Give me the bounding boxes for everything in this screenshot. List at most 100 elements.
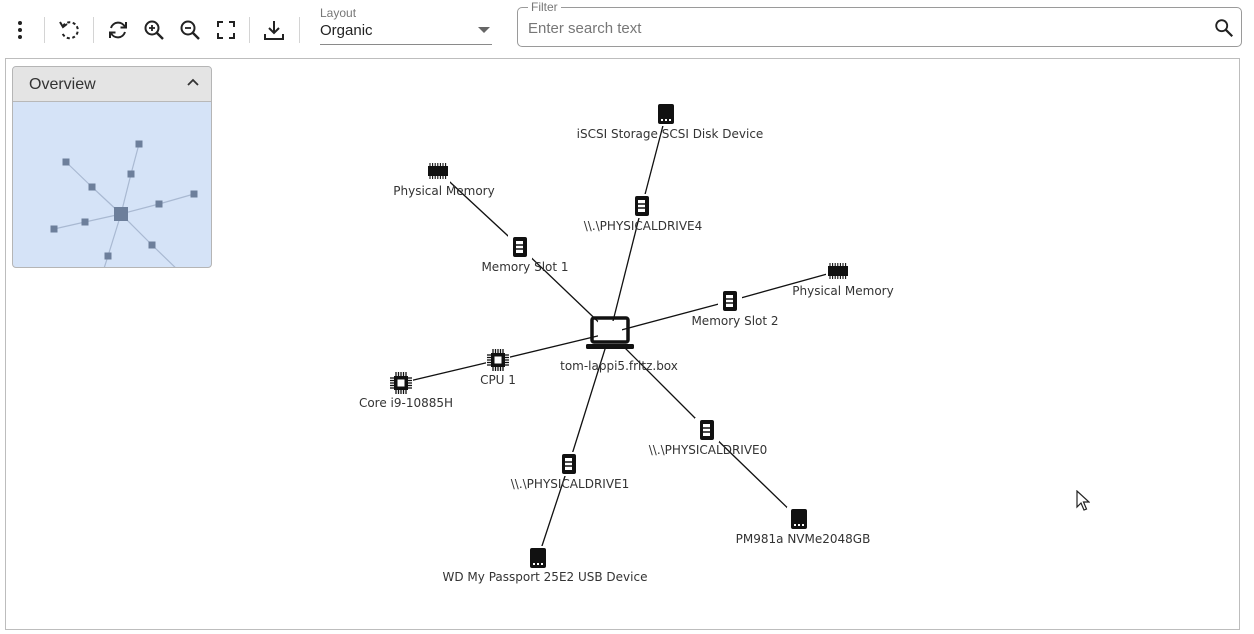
fit-to-screen-button[interactable] [211, 14, 241, 46]
graph-edge [609, 332, 708, 431]
filter-label: Filter [528, 0, 561, 14]
node-label: \\.\PHYSICALDRIVE1 [511, 477, 630, 491]
slot-icon [630, 194, 654, 218]
graph-edge [609, 205, 643, 334]
more-menu-button[interactable] [5, 14, 35, 46]
toolbar-divider [93, 17, 94, 43]
node-label: tom-lappi5.fritz.box [560, 359, 678, 373]
graph-edge [641, 113, 667, 207]
graph-edge [437, 170, 521, 248]
overview-minimap[interactable] [13, 101, 211, 267]
minimap-node [190, 190, 198, 198]
laptop-icon [586, 316, 634, 349]
minimap-node [127, 170, 135, 178]
node-label: Physical Memory [792, 284, 893, 298]
minimap-node [135, 140, 143, 148]
cpu-icon [486, 348, 510, 372]
minimap-node [81, 218, 89, 226]
graph-edge [537, 463, 570, 559]
zoom-out-button[interactable] [175, 14, 205, 46]
node-label: Memory Slot 2 [691, 314, 778, 328]
graph-node[interactable] [695, 418, 719, 442]
graph-node[interactable] [486, 348, 510, 372]
graph-node[interactable] [630, 194, 654, 218]
graph-node[interactable] [787, 507, 811, 531]
node-label: WD My Passport 25E2 USB Device [443, 570, 648, 584]
minimap-edge [158, 193, 195, 205]
reset-layout-button[interactable] [54, 14, 84, 46]
minimap-edge [130, 143, 140, 175]
dropdown-arrow-icon[interactable] [478, 27, 490, 33]
disk-icon [654, 102, 678, 126]
graph-canvas[interactable] [5, 58, 1240, 630]
slot-icon [557, 452, 581, 476]
undo-icon [59, 21, 79, 40]
chevron-up-icon[interactable] [185, 75, 201, 91]
graph-node[interactable] [826, 259, 850, 283]
graph-edge [609, 300, 731, 334]
graph-node[interactable] [557, 452, 581, 476]
slot-icon [695, 418, 719, 442]
graph-node[interactable] [586, 316, 634, 349]
graph-node[interactable] [526, 546, 550, 570]
graph-edge [706, 429, 800, 520]
graph-node[interactable] [654, 102, 678, 126]
graph-node[interactable] [426, 159, 450, 183]
minimap-edge [151, 244, 176, 267]
mouse-cursor-icon [1076, 490, 1090, 511]
node-label: Memory Slot 1 [481, 260, 568, 274]
filter-input[interactable] [528, 17, 1208, 39]
node-label: PM981a NVMe2048GB [736, 532, 871, 546]
node-label: \\.\PHYSICALDRIVE4 [584, 219, 703, 233]
graph-edge [568, 332, 611, 465]
zoom-in-button[interactable] [139, 14, 169, 46]
overview-panel: Overview [12, 66, 212, 268]
minimap-node [155, 200, 163, 208]
minimap-node [114, 207, 128, 221]
node-label: CPU 1 [480, 373, 516, 387]
graph-edge [729, 270, 839, 302]
minimap-edge [65, 161, 93, 188]
search-icon[interactable] [1213, 17, 1235, 39]
disk-icon [787, 507, 811, 531]
graph-edge [400, 359, 499, 384]
toolbar-divider [249, 17, 250, 43]
graph-node[interactable] [508, 235, 532, 259]
node-label: Core i9-10885H [359, 396, 453, 410]
slot-icon [508, 235, 532, 259]
minimap-node [62, 158, 70, 166]
minimap-node [104, 252, 112, 260]
refresh-button[interactable] [103, 14, 133, 46]
graph-node[interactable] [389, 371, 413, 395]
fit-screen-icon [217, 21, 235, 39]
disk-icon [526, 546, 550, 570]
zoom-out-icon [180, 20, 200, 40]
refresh-icon [109, 21, 127, 39]
toolbar: Layout Organic Filter [0, 0, 1254, 58]
download-icon [264, 21, 284, 40]
minimap-node [50, 225, 58, 233]
node-label: Physical Memory [393, 184, 494, 198]
minimap-edge [53, 221, 86, 230]
layout-value: Organic [320, 22, 373, 39]
layout-label: Layout [320, 6, 357, 20]
zoom-in-icon [144, 20, 164, 40]
node-label: \\.\PHYSICALDRIVE0 [649, 443, 768, 457]
toolbar-divider [44, 17, 45, 43]
slot-icon [718, 289, 742, 313]
minimap-edge [103, 255, 109, 267]
minimap-node [88, 183, 96, 191]
layout-select[interactable]: Layout Organic [320, 6, 492, 45]
download-button[interactable] [259, 14, 289, 46]
overview-header[interactable]: Overview [13, 67, 211, 102]
memory-icon [426, 159, 450, 183]
filter-field: Filter [517, 0, 1242, 47]
vertical-dots-icon [18, 21, 22, 39]
minimap-node [148, 241, 156, 249]
node-label: iSCSI Storage SCSI Disk Device [577, 127, 764, 141]
overview-title: Overview [29, 76, 96, 93]
cpu-icon [389, 371, 413, 395]
graph-node[interactable] [718, 289, 742, 313]
toolbar-divider [299, 17, 300, 43]
